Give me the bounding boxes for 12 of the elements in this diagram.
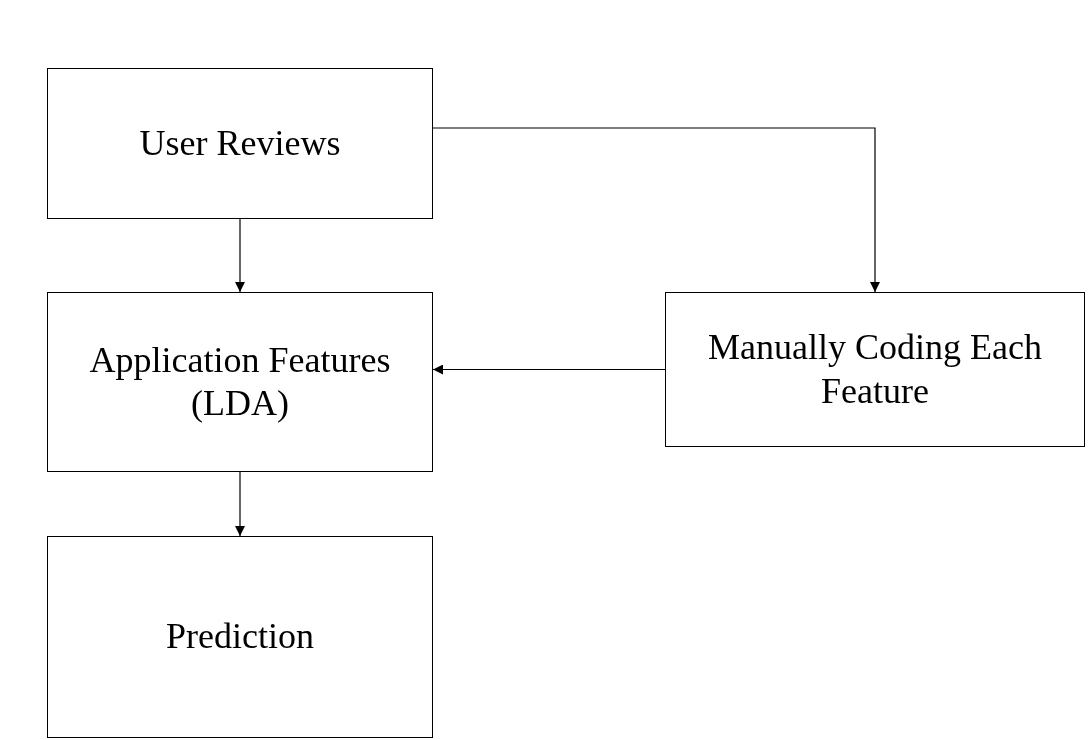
box-label: Application Features (LDA) (88, 338, 392, 425)
box-label: Manually Coding Each Feature (707, 326, 1043, 413)
arrow (432, 127, 880, 293)
box-label: User Reviews (138, 121, 342, 165)
arrow (235, 218, 245, 293)
process-box (665, 292, 1085, 447)
process-box (47, 292, 433, 472)
arrow (432, 364, 666, 375)
process-box (47, 536, 433, 738)
box-label: Prediction (165, 615, 315, 659)
process-box (47, 68, 433, 219)
arrow (235, 471, 245, 537)
